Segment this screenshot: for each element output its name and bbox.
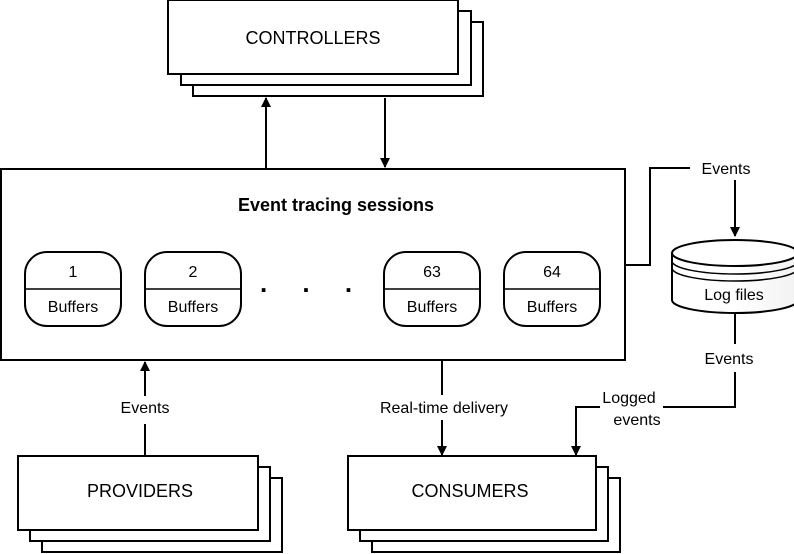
logged-events-line2: events xyxy=(613,412,660,429)
buffer-64: 64 Buffers xyxy=(503,251,601,327)
providers-label: PROVIDERS xyxy=(87,481,193,501)
events-label-top: Events xyxy=(702,161,751,178)
events-label-providers: Events xyxy=(121,400,170,417)
connector-logged-events xyxy=(663,372,736,408)
events-label-mid: Events xyxy=(705,351,754,368)
buffer-label: Buffers xyxy=(48,299,98,316)
buffer-63: 63 Buffers xyxy=(383,251,481,327)
buffer-label: Buffers xyxy=(407,299,457,316)
log-files-cylinder: Log files xyxy=(671,239,794,314)
buffer-2: 2 Buffers xyxy=(144,251,242,327)
controllers-stack: CONTROLLERS xyxy=(167,0,484,97)
connector-session-to-events xyxy=(626,167,690,266)
consumers-stack: CONSUMERS xyxy=(347,455,621,553)
logged-events-line1: Logged xyxy=(602,390,655,407)
buffer-number: 1 xyxy=(69,264,78,281)
buffer-1: 1 Buffers xyxy=(24,251,122,327)
providers-stack: PROVIDERS xyxy=(17,455,283,553)
buffer-label: Buffers xyxy=(527,299,577,316)
buffer-number: 63 xyxy=(423,264,441,281)
buffer-number: 64 xyxy=(543,264,561,281)
controllers-label: CONTROLLERS xyxy=(245,28,380,48)
session-title: Event tracing sessions xyxy=(238,195,434,215)
buffer-label: Buffers xyxy=(168,299,218,316)
log-files-label: Log files xyxy=(704,287,764,304)
buffers-ellipsis: . . . xyxy=(260,268,366,298)
consumers-label: CONSUMERS xyxy=(411,481,528,501)
buffer-number: 2 xyxy=(189,264,198,281)
arrow-logged-to-consumers xyxy=(571,406,600,456)
realtime-delivery-label: Real-time delivery xyxy=(380,400,508,417)
